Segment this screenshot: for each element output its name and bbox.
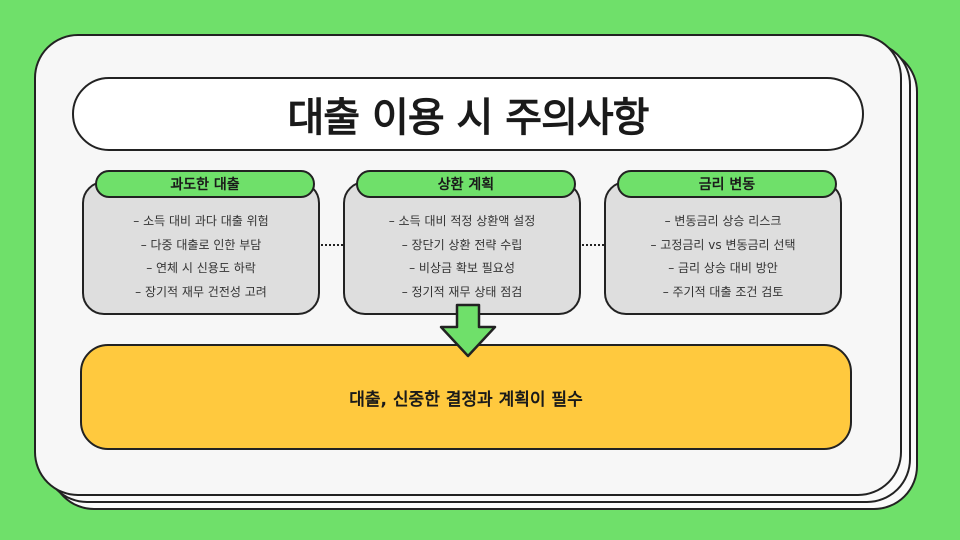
list-item: – 비상금 확보 필요성 bbox=[409, 261, 515, 275]
list-item: – 고정금리 vs 변동금리 선택 bbox=[650, 237, 796, 252]
section-heading-excessive-loan: 과도한 대출 bbox=[95, 170, 315, 198]
section-heading-interest-rate: 금리 변동 bbox=[617, 170, 837, 198]
down-arrow-icon bbox=[439, 303, 497, 358]
section-heading-repayment-plan: 상환 계획 bbox=[356, 170, 576, 198]
title-banner: 대출 이용 시 주의사항 bbox=[72, 77, 864, 151]
section-box-excessive-loan bbox=[82, 181, 320, 315]
list-item: – 변동금리 상승 리스크 bbox=[664, 214, 782, 228]
page-title: 대출 이용 시 주의사항 bbox=[287, 95, 650, 141]
list-item: – 연체 시 신용도 하락 bbox=[146, 261, 256, 275]
section-items-repayment-plan: – 소득 대비 적정 상환액 설정 – 장단기 상환 전략 수립 – 비상금 확… bbox=[343, 210, 581, 304]
list-item: – 장단기 상환 전략 수립 bbox=[401, 237, 523, 252]
list-item: – 소득 대비 적정 상환액 설정 bbox=[388, 214, 536, 228]
list-item: – 정기적 재무 상태 점검 bbox=[401, 284, 523, 299]
section-box-repayment-plan bbox=[343, 181, 581, 315]
dotted-connector bbox=[321, 244, 343, 246]
section-items-excessive-loan: – 소득 대비 과다 대출 위험 – 다중 대출로 인한 부담 – 연체 시 신… bbox=[82, 210, 320, 304]
list-item: – 소득 대비 과다 대출 위험 bbox=[133, 214, 269, 228]
list-item: – 장기적 재무 건전성 고려 bbox=[135, 284, 267, 299]
list-item: – 금리 상승 대비 방안 bbox=[668, 261, 778, 275]
section-items-interest-rate: – 변동금리 상승 리스크 – 고정금리 vs 변동금리 선택 – 금리 상승 … bbox=[604, 210, 842, 304]
conclusion-text: 대출, 신중한 결정과 계획이 필수 bbox=[349, 389, 583, 410]
dotted-connector bbox=[582, 244, 604, 246]
conclusion-box: 대출, 신중한 결정과 계획이 필수 bbox=[80, 344, 852, 450]
list-item: – 주기적 대출 조건 검토 bbox=[662, 284, 784, 299]
list-item: – 다중 대출로 인한 부담 bbox=[140, 237, 262, 252]
